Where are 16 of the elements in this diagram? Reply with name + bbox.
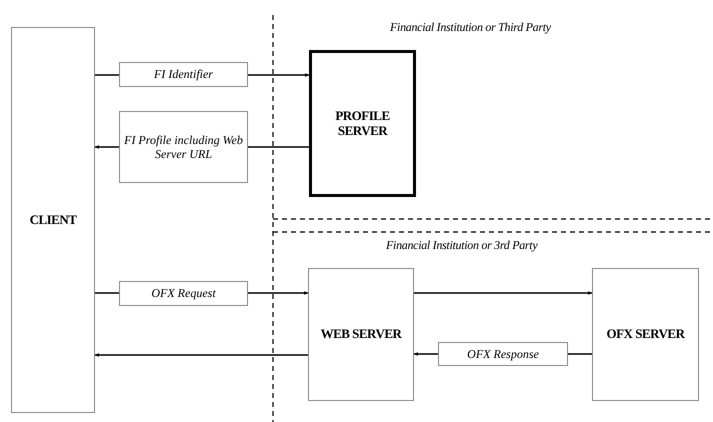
edge-label: OFX Response	[438, 342, 568, 366]
arrow	[94, 353, 308, 357]
server-box	[308, 268, 414, 401]
node-label: PROFILE SERVER	[334, 108, 391, 138]
server-box	[309, 50, 416, 197]
server-box	[592, 268, 699, 401]
region-label: Financial Institution or 3rd Party	[386, 238, 538, 253]
edge-label: FI Identifier	[119, 62, 248, 87]
node-label: WEB SERVER	[320, 327, 403, 342]
node-label: OFX SERVER	[606, 327, 686, 342]
edge-label: FI Profile including Web Server URL	[119, 111, 248, 183]
edge-label: OFX Request	[119, 281, 248, 306]
server-box	[11, 27, 95, 413]
node-label: CLIENT	[28, 212, 78, 228]
region-label: Financial Institution or Third Party	[390, 20, 551, 35]
arrow	[414, 291, 592, 295]
